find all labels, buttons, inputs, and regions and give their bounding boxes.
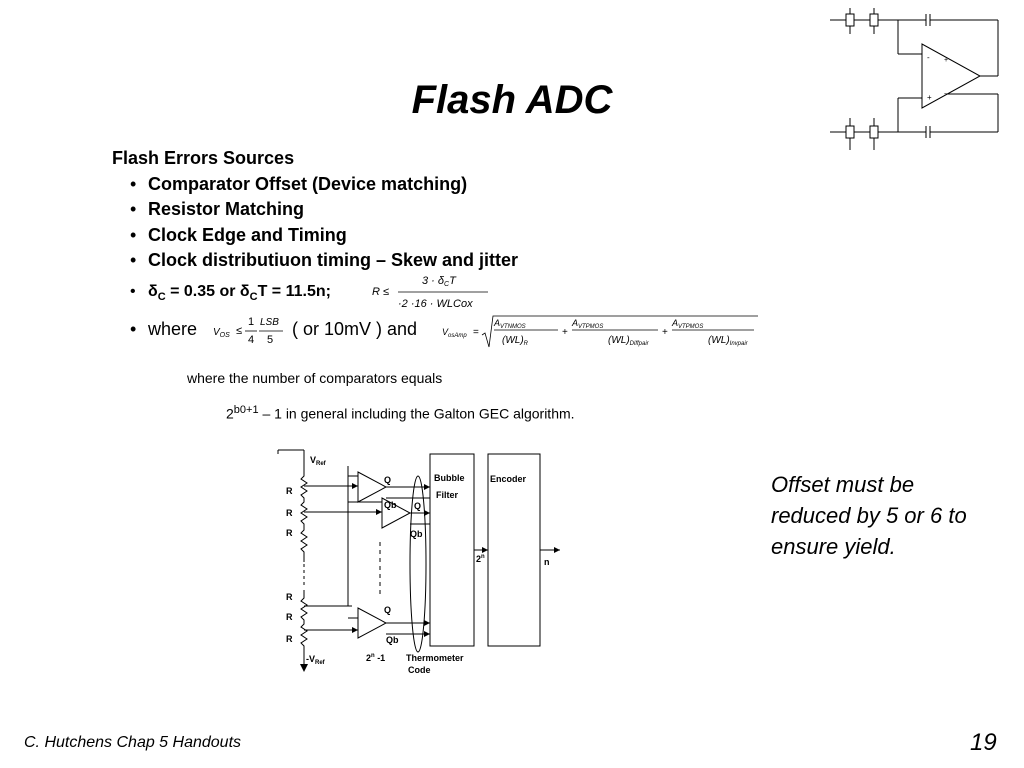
eq2-n1: 1 [248, 316, 254, 328]
vref-bottom-label: -VRef [306, 654, 326, 666]
note2-rest: – 1 in general including the Galton GEC … [258, 405, 575, 422]
where-label: where [148, 319, 198, 339]
eq2-lhs: VOS [213, 327, 230, 339]
where-middle-text: ( or 10mV ) and [292, 319, 418, 339]
svg-text:+: + [944, 57, 948, 64]
resistor-label: R [286, 528, 293, 538]
resistor-label: R [286, 592, 293, 602]
slide-title: Flash ADC [411, 78, 613, 122]
note2-exp: b0+1 [233, 404, 259, 416]
eq2-d1: 4 [248, 334, 254, 346]
eq1-numerator: 3 · δCT [422, 275, 457, 288]
svg-text:-: - [944, 91, 947, 98]
eq3-term1-wl: (WL)R [502, 335, 529, 347]
eq3-term2-wl: (WL)Diffpair [608, 335, 650, 347]
vos-amp-equation: VosAmp = AVTNMOS (WL)R + AVTPMOS (WL)Dif… [442, 315, 758, 348]
encoder-label: Encoder [490, 474, 527, 484]
offset-note: Offset must be reduced by 5 or 6 to ensu… [771, 472, 967, 559]
resistor-equation: R ≤ 3 · δCT ·2 ·16 · WLCox [372, 275, 488, 310]
svg-text:-: - [927, 53, 930, 62]
eq2-rel: ≤ [236, 325, 242, 337]
bullet-text: Clock distributiuon timing – Skew and ji… [148, 250, 519, 270]
note2-base: 2 [226, 405, 234, 422]
delta-text-2: T = 11.5n; [257, 283, 331, 300]
vos-equation: VOS ≤ 1 4 LSB 5 [213, 316, 283, 346]
bubble-filter-line1: Bubble [434, 473, 465, 483]
eq3-plus-1: + [562, 327, 568, 338]
n-label: n [544, 557, 550, 567]
bullet-dot: • [130, 199, 137, 219]
eq3-plus-2: + [662, 327, 668, 338]
comparator-count-note: where the number of comparators equals [187, 370, 443, 386]
bullet-delta: •δC = 0.35 or δCT = 11.5n; [130, 283, 331, 303]
eq3-lhs: VosAmp [442, 327, 467, 339]
footer-source: C. Hutchens Chap 5 Handouts [24, 734, 242, 751]
eq2-n2: LSB [260, 317, 279, 328]
delta-sub-2: C [249, 291, 258, 304]
resistor-label: R [286, 508, 293, 518]
delta-text-1: = 0.35 or [165, 283, 240, 300]
bubble-filter-line2: Filter [436, 490, 459, 500]
page-number: 19 [970, 729, 997, 756]
bullet-dot: • [130, 225, 137, 245]
errors-heading: Flash Errors Sources [112, 148, 295, 168]
q-label: Q [414, 501, 421, 511]
eq3-term1-a: AVTNMOS [493, 318, 526, 330]
qb-label: Qb [384, 500, 397, 510]
resistor-label: R [286, 612, 293, 622]
q-label: Q [384, 605, 391, 615]
thermometer-line2: Code [408, 665, 431, 675]
eq1-lhs: R ≤ [372, 286, 389, 298]
bullet-clock-distribution: • Clock distributiuon timing – Skew and j… [130, 250, 518, 271]
galton-note: 2b0+1 – 1 in general including the Galto… [226, 404, 575, 422]
delta-symbol-2: δ [239, 283, 250, 300]
bullet-clock-edge: • Clock Edge and Timing [130, 225, 347, 246]
bullet-dot: • [130, 174, 137, 194]
eq1-denominator: ·2 ·16 · WLCox [398, 298, 473, 310]
thermometer-line1: Thermometer [406, 653, 464, 663]
bullet-where: • where [130, 319, 197, 340]
bullet-text: Resistor Matching [148, 199, 305, 219]
bullet-text: Comparator Offset (Device matching) [148, 174, 468, 194]
opamp-circuit-icon: - + + - [830, 8, 999, 150]
delta-sub-1: C [157, 291, 166, 304]
eq3-eq: = [473, 327, 479, 338]
bullet-dot: • [130, 250, 137, 270]
resistor-label: R [286, 634, 293, 644]
eq3-term3-wl: (WL)Invpair [708, 335, 749, 347]
resistor-label: R [286, 486, 293, 496]
eq2-d2: 5 [267, 334, 273, 346]
bullet-comparator-offset: • Comparator Offset (Device matching) [130, 174, 467, 195]
qb-label: Qb [386, 635, 399, 645]
qb-label: Qb [410, 529, 423, 539]
bullet-dot: • [130, 319, 137, 339]
two-n-label: 2n [476, 554, 485, 564]
bullet-text: Clock Edge and Timing [148, 225, 347, 245]
svg-text:+: + [927, 93, 932, 102]
delta-symbol-1: δ [148, 283, 158, 300]
bullet-resistor-matching: • Resistor Matching [130, 199, 304, 220]
eq3-term3-a: AVTPMOS [671, 318, 703, 330]
flash-adc-diagram: VRef R R R R R R -VRef Q Qb Q Qb Q Qb Bu… [277, 449, 560, 675]
bullet-dot: • [130, 283, 136, 300]
q-label: Q [384, 475, 391, 485]
eq3-term2-a: AVTPMOS [571, 318, 603, 330]
count-label: 2n -1 [366, 653, 385, 663]
vref-top-label: VRef [310, 455, 327, 467]
